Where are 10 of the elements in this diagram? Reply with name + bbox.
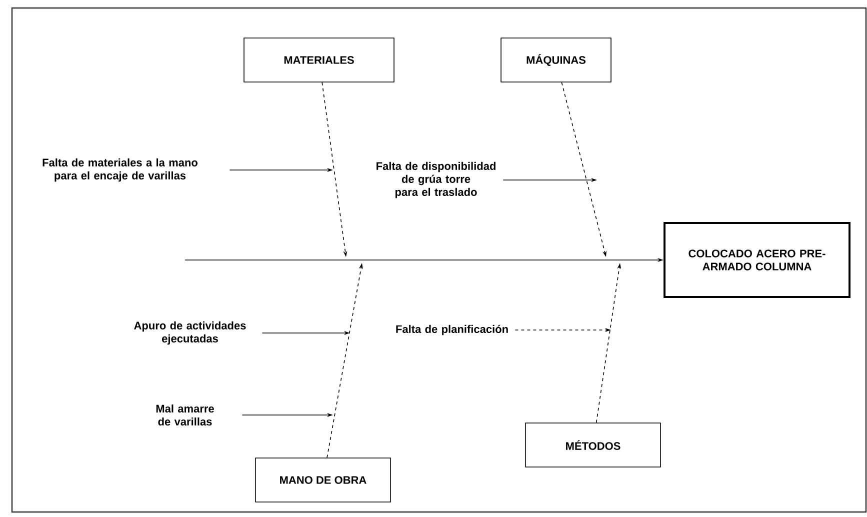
- cause-text: Falta de disponibilidad de grúa torre para el traslado: [376, 162, 496, 198]
- category-box: MÁQUINAS: [500, 38, 612, 82]
- cause-text: Falta de planificación: [396, 324, 508, 336]
- cause-text: Apuro de actividades ejecutadas: [134, 321, 246, 345]
- cause-text: Falta de materiales a la mano para el encaje de varillas: [42, 158, 198, 182]
- category-box: MATERIALES: [244, 38, 394, 82]
- cause-text: Mal amarre de varillas: [156, 404, 214, 426]
- category-box: MANO DE OBRA: [255, 458, 391, 502]
- category-box: MÉTODOS: [525, 422, 661, 468]
- effect-box: COLOCADO ACERO PRE-ARMADO COLUMNA: [664, 222, 850, 298]
